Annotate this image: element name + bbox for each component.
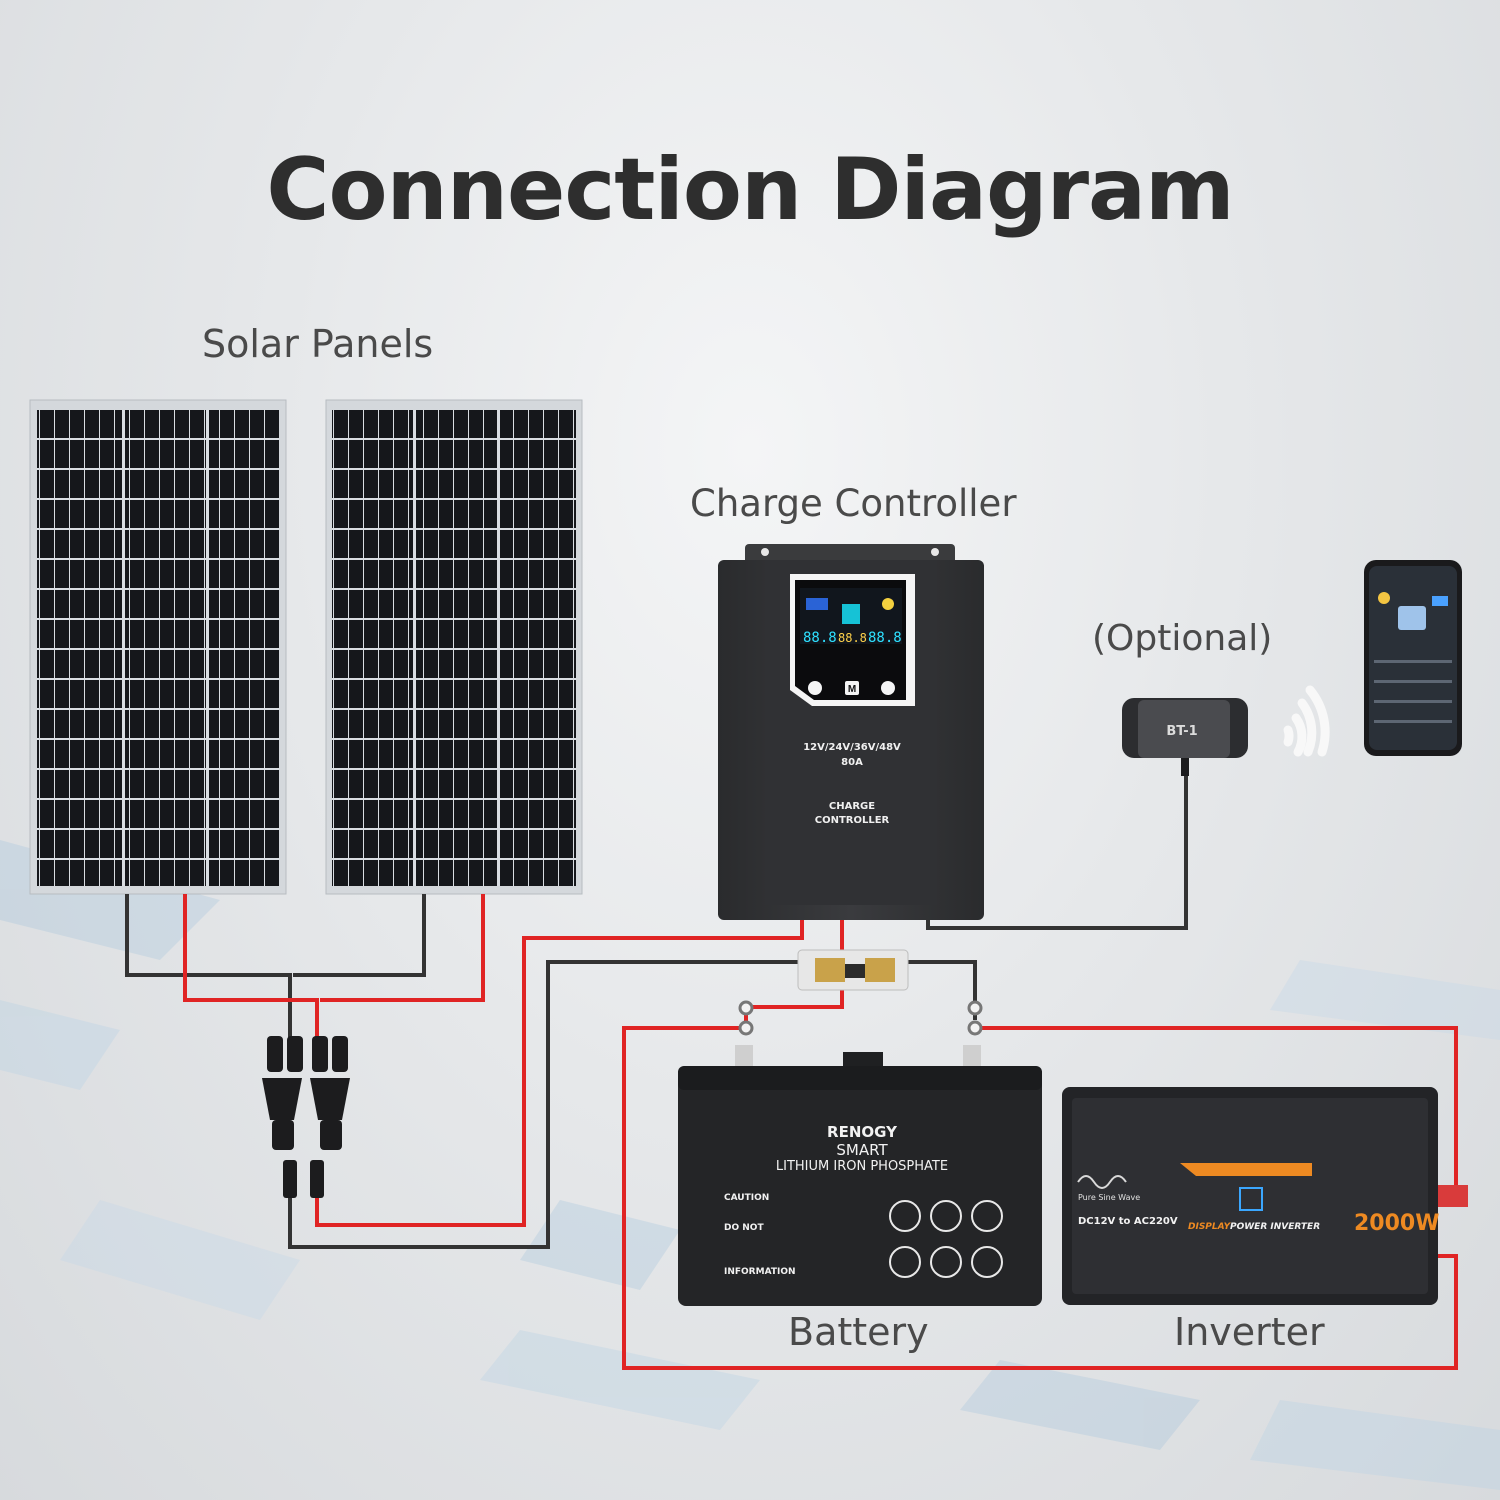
solar-panels-label: Solar Panels [202,322,434,366]
solar-panel-2 [325,399,583,895]
inverter-conversion: DC12V to AC220V [1078,1216,1178,1227]
optional-label: (Optional) [1092,618,1273,659]
bt1-label: BT-1 [1166,724,1197,739]
battery-line2: LITHIUM IRON PHOSPHATE [776,1159,948,1174]
controller-text-2: CONTROLLER [815,815,890,826]
battery-information: INFORMATION [724,1267,796,1277]
right-arrow-button[interactable] [881,681,895,695]
floor-pattern [0,840,1500,1490]
charge-controller: 88.8 88.8 88.8 M 12V/24V/36V/48V 80A CHA… [718,544,984,920]
mc4-branch-connectors [262,1036,350,1198]
inverter: Pure Sine Wave DC12V to AC220V DISPLAY P… [1062,1087,1468,1305]
controller-current: 80A [841,757,863,768]
fire-icon [930,1200,962,1232]
controller-voltage: 12V/24V/36V/48V [803,742,901,753]
left-arrow-button[interactable] [808,681,822,695]
controller-text-1: CHARGE [829,801,875,812]
fuse-block [797,949,909,991]
display-output: 88.8 [868,630,902,646]
battery-do-not: DO NOT [724,1223,764,1233]
wireless-signal-icon [1283,685,1330,757]
bt1-module: BT-1 [1122,698,1248,776]
battery-line1: SMART [836,1141,888,1159]
inverter-type-suffix: POWER INVERTER [1230,1222,1320,1232]
charge-controller-label: Charge Controller [690,482,1017,525]
display-batt: 88.8 [838,631,867,645]
solar-panel-1 [29,399,287,895]
battery-caution: CAUTION [724,1193,769,1203]
page-title: Connection Diagram [266,140,1234,240]
display-pv: 88.8 [803,630,837,646]
charging-icon [971,1246,1003,1278]
inverter-wave: Pure Sine Wave [1078,1193,1140,1202]
goggles-icon [930,1246,962,1278]
inverter-type-prefix: DISPLAY [1188,1222,1232,1232]
battery: RENOGY SMART LITHIUM IRON PHOSPHATE CAUT… [678,1045,1042,1306]
battery-brand: RENOGY [827,1123,898,1141]
manual-icon [889,1200,921,1232]
mode-button-label: M [848,684,856,695]
water-icon [889,1246,921,1278]
phone-app [1364,560,1462,756]
temperature-icon [971,1200,1003,1232]
negative-wires [125,775,1188,1249]
inverter-label: Inverter [1174,1310,1325,1354]
inverter-power: 2000W [1354,1211,1440,1236]
mode-button[interactable] [845,681,859,695]
battery-label: Battery [788,1310,929,1354]
ring-terminals [738,1000,983,1036]
